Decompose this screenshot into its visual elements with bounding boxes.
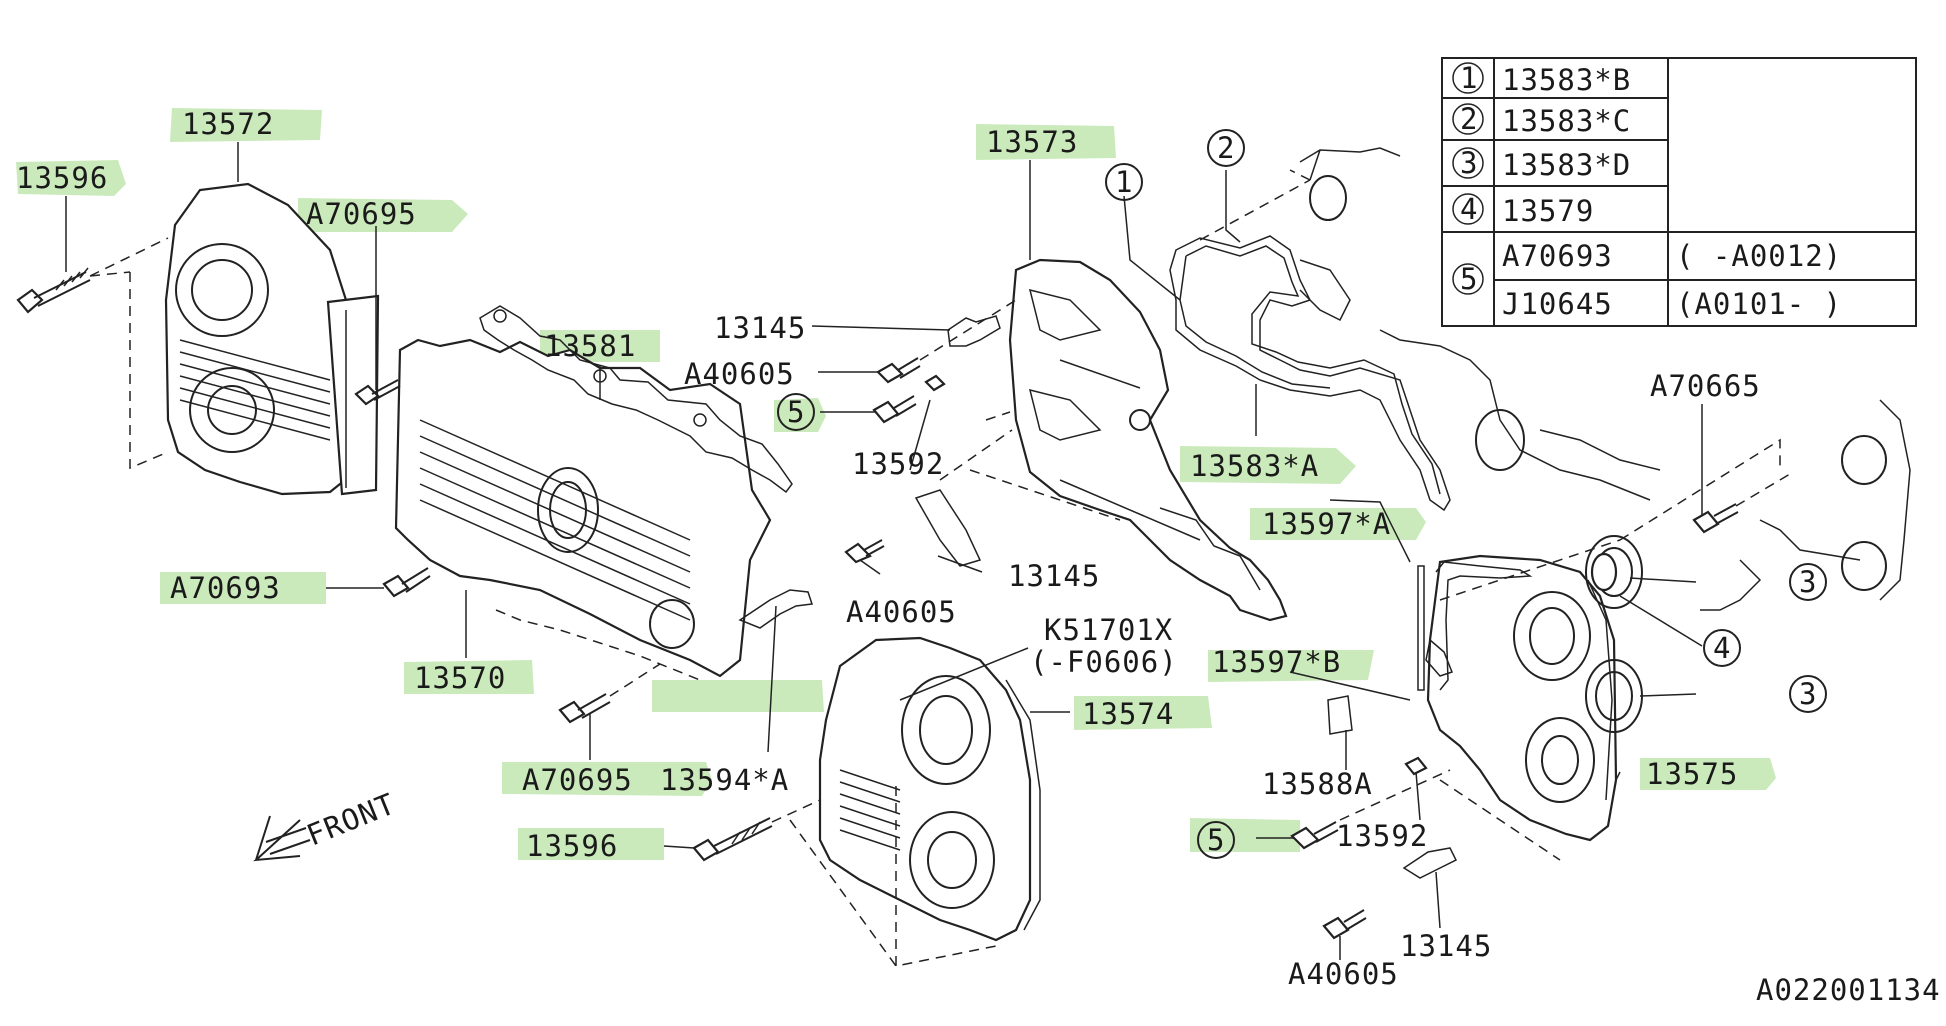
right-cover-13575 (1426, 554, 1618, 842)
label-13570: 13570 (414, 661, 506, 695)
legend-row4-num: 4 (1460, 192, 1478, 226)
legend-row5-part-b: J10645 (1502, 287, 1613, 321)
label-front: FRONT (302, 786, 400, 852)
label-13145-mid: 13145 (1008, 559, 1100, 593)
callout-3a: 3 (1799, 565, 1817, 599)
gasket-13597 (1435, 561, 1533, 691)
label-k51701x: K51701X (1044, 613, 1173, 647)
label-13597a: 13597*A (1262, 507, 1391, 541)
bolt-callout5-top (872, 395, 917, 424)
callout-markers: 1 2 3 3 4 5 5 (777, 129, 1827, 859)
leader-lines (65, 142, 1703, 960)
label-13575: 13575 (1646, 757, 1738, 791)
bolt-13596-bottom (692, 817, 773, 862)
bolt-a40605-bottom (1322, 909, 1367, 940)
idler-bracket-13145-mid (914, 489, 982, 567)
callout-2: 2 (1217, 131, 1235, 165)
seal-13594a (738, 589, 814, 629)
tensioner-parts (1327, 638, 1453, 735)
legend-row4-part: 13579 (1502, 194, 1594, 228)
label-a70695-bottom: A70695 (522, 763, 633, 797)
gasket-13583 (1169, 235, 1451, 512)
label-13574: 13574 (1082, 697, 1174, 731)
diagram-id: A022001134 (1756, 973, 1941, 1007)
dash-leader (89, 237, 169, 470)
label-13592-top: 13592 (852, 447, 944, 481)
callout-4: 4 (1713, 631, 1731, 665)
bolt-13596-top (16, 267, 91, 314)
legend-row5-part-a: A70693 (1502, 239, 1613, 273)
label-a40605-top: A40605 (684, 357, 795, 391)
dash-leader (495, 609, 701, 697)
dash-leader (919, 299, 1121, 521)
center-back-cover (1008, 258, 1288, 622)
legend-row2-num: 2 (1460, 102, 1478, 136)
label-a40605-mid: A40605 (846, 595, 957, 629)
left-timing-belt-cover (164, 182, 380, 496)
callout-1: 1 (1115, 165, 1133, 199)
label-highlights (16, 108, 1776, 860)
label-13588a: 13588A (1262, 767, 1373, 801)
label-13596-top: 13596 (16, 161, 108, 195)
idler-bracket-13145-bottom (1402, 847, 1458, 879)
label-13145-bottom: 13145 (1400, 929, 1492, 963)
engine-block-outline (1299, 147, 1661, 501)
bolt-a70695-bottom (558, 693, 611, 724)
dash-leader (1199, 169, 1311, 241)
engine-block-right (1700, 399, 1911, 611)
bolt-13592-top (924, 374, 946, 392)
label-13145-top: 13145 (714, 311, 806, 345)
bolt-callout5-bottom (1290, 821, 1339, 850)
label-13581: 13581 (544, 329, 636, 363)
bolt-a70695-top (354, 379, 401, 406)
idler-bracket-13145-top (947, 315, 1001, 347)
legend-row3-num: 3 (1460, 146, 1478, 180)
label-k51701x-note: (-F0606) (1030, 645, 1178, 679)
label-13594a: 13594*A (660, 763, 789, 797)
front-arrow-icon (253, 815, 311, 862)
legend-row5-num: 5 (1460, 262, 1478, 296)
legend-table: 1 13583*B 2 13583*C 3 13583*D 4 13579 5 … (1441, 57, 1917, 327)
legend-row5-note-b: (A0101- ) (1676, 287, 1842, 321)
bolt-a40605-top (876, 357, 921, 384)
legend-row3-part: 13583*D (1502, 148, 1631, 182)
label-13592-bottom: 13592 (1336, 819, 1428, 853)
dash-leader (1339, 438, 1791, 861)
bolt-a70665 (1692, 503, 1739, 534)
label-a40605-bottom: A40605 (1288, 957, 1399, 991)
front-cover-13574 (818, 636, 1041, 942)
callout-3b: 3 (1799, 677, 1817, 711)
callout-5a: 5 (787, 395, 805, 429)
gasket-13597a-strip (1417, 565, 1425, 691)
bolt-a70693 (382, 567, 431, 598)
bolt-13592-bottom (1404, 756, 1428, 776)
legend-row1-part: 13583*B (1502, 63, 1631, 97)
label-13596-bottom: 13596 (526, 829, 618, 863)
oil-seals (1585, 535, 1643, 733)
label-a70695-top: A70695 (306, 197, 417, 231)
label-13573: 13573 (986, 125, 1078, 159)
label-13597b: 13597*B (1212, 645, 1341, 679)
dash-leader (771, 780, 997, 967)
label-13572: 13572 (182, 107, 274, 141)
callout-5b: 5 (1207, 823, 1225, 857)
bolt-a40605-mid (844, 539, 885, 564)
label-13583a: 13583*A (1190, 449, 1319, 483)
part-labels: 13572 13596 A70695 13581 13573 13145 A40… (16, 107, 1941, 1007)
legend-row1-num: 1 (1460, 61, 1478, 95)
legend-row2-part: 13583*C (1502, 104, 1631, 138)
legend-row5-note-a: ( -A0012) (1676, 239, 1842, 273)
label-a70693: A70693 (170, 571, 281, 605)
label-a70665: A70665 (1650, 369, 1761, 403)
